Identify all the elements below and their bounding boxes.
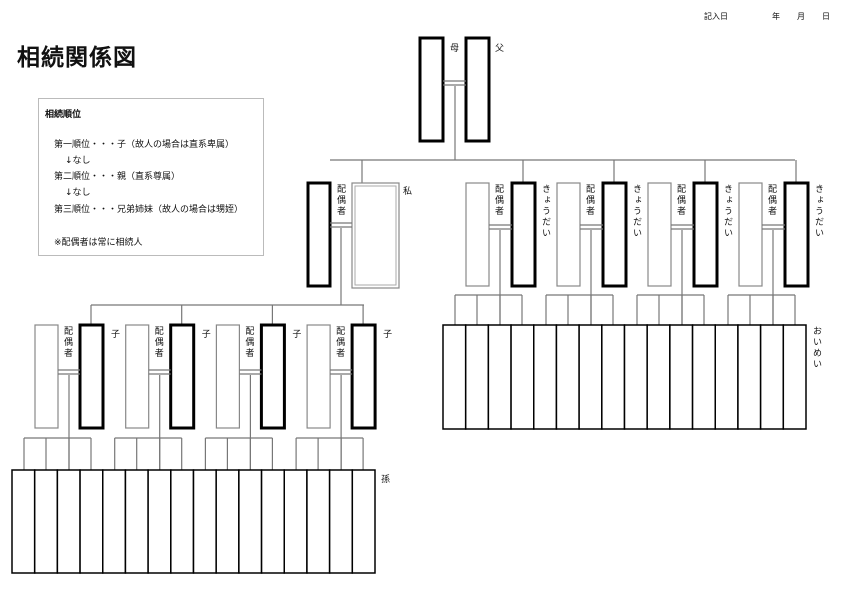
grandchild-box[interactable]	[33, 469, 59, 574]
nephew-niece-box[interactable]	[759, 324, 785, 430]
child-label: 子	[383, 330, 393, 340]
grandchild-box[interactable]	[147, 469, 172, 574]
nephew-niece-box[interactable]	[669, 324, 694, 430]
grandchild-box[interactable]	[79, 469, 104, 574]
sibling-spouse-label: 配偶者	[766, 184, 776, 217]
nephew-niece-box[interactable]	[533, 324, 558, 430]
child-spouse-box[interactable]	[125, 324, 150, 429]
father-box[interactable]	[464, 36, 491, 143]
grandchild-box[interactable]	[351, 469, 376, 574]
child-spouse-box[interactable]	[306, 324, 331, 429]
nephew-niece-label: おいめい	[811, 326, 821, 370]
sibling-label: きょうだい	[722, 184, 732, 239]
child-box[interactable]	[78, 323, 105, 430]
sibling-spouse-box[interactable]	[738, 182, 763, 287]
grandchild-box[interactable]	[238, 469, 263, 574]
child-spouse-box[interactable]	[34, 324, 59, 429]
nephew-niece-box[interactable]	[578, 324, 603, 430]
legend-line: ※配偶者は常に相続人	[54, 238, 143, 248]
child-spouse-label: 配偶者	[334, 326, 345, 359]
child-box[interactable]	[259, 323, 286, 430]
child-spouse-label: 配偶者	[152, 326, 163, 359]
self-label: 私	[403, 187, 413, 197]
grandchild-box[interactable]	[102, 469, 127, 574]
mother-box[interactable]	[418, 36, 445, 143]
grandchild-box[interactable]	[328, 469, 354, 574]
grandchild-label: 孫	[381, 475, 391, 485]
page-title: 相続関係図	[17, 45, 137, 71]
sibling-spouse-label: 配偶者	[584, 184, 594, 217]
nephew-niece-box[interactable]	[737, 324, 762, 430]
child-spouse-label: 配偶者	[243, 326, 254, 359]
self-spouse-box[interactable]	[306, 181, 332, 288]
entry-date-label: 記入日	[704, 12, 728, 21]
sibling-spouse-box[interactable]	[647, 182, 672, 287]
grandchild-box[interactable]	[283, 469, 308, 574]
sibling-box[interactable]	[783, 181, 810, 288]
child-label: 子	[292, 330, 302, 340]
child-label: 子	[111, 330, 121, 340]
nephew-niece-box[interactable]	[714, 324, 739, 430]
sibling-box[interactable]	[601, 181, 628, 288]
sibling-spouse-box[interactable]	[556, 182, 581, 287]
grandchild-box[interactable]	[260, 469, 285, 574]
sibling-box[interactable]	[510, 181, 537, 288]
legend-line: ↓なし	[65, 188, 91, 198]
self-box-inner	[354, 185, 397, 286]
sibling-spouse-label: 配偶者	[675, 184, 685, 217]
grandchild-box[interactable]	[170, 469, 195, 574]
grandchild-box[interactable]	[124, 469, 149, 574]
sibling-spouse-label: 配偶者	[493, 184, 503, 217]
nephew-niece-box[interactable]	[646, 324, 671, 430]
nephew-niece-box[interactable]	[487, 324, 512, 430]
nephew-niece-box[interactable]	[510, 324, 535, 430]
legend-line: 第一順位・・・子（故人の場合は直系卑属）	[54, 140, 235, 150]
nephew-niece-box[interactable]	[555, 324, 580, 430]
day-label: 日	[822, 12, 830, 21]
grandchild-box[interactable]	[306, 469, 331, 574]
self-spouse-label: 配偶者	[335, 184, 345, 217]
inheritance-order-legend: 相続順位 第一順位・・・子（故人の場合は直系卑属） ↓なし 第二順位・・・親（直…	[38, 98, 264, 256]
child-box[interactable]	[350, 323, 377, 430]
legend-heading: 相続順位	[45, 110, 82, 120]
nephew-niece-box[interactable]	[601, 324, 626, 430]
sibling-label: きょうだい	[540, 184, 550, 239]
child-box[interactable]	[169, 323, 196, 430]
sibling-label: きょうだい	[631, 184, 641, 239]
grandchild-box[interactable]	[192, 469, 217, 574]
grandchild-box[interactable]	[56, 469, 81, 574]
legend-line: 第二順位・・・親（直系尊属）	[54, 172, 181, 182]
mother-label: 母	[450, 44, 460, 54]
grandchild-box[interactable]	[215, 469, 240, 574]
nephew-niece-box[interactable]	[464, 324, 490, 430]
nephew-niece-box[interactable]	[782, 324, 807, 430]
nephew-niece-box[interactable]	[623, 324, 648, 430]
child-spouse-box[interactable]	[215, 324, 240, 429]
nephew-niece-box[interactable]	[442, 324, 467, 430]
legend-line: 第三順位・・・兄弟姉妹（故人の場合は甥姪）	[54, 205, 244, 215]
child-spouse-label: 配偶者	[62, 326, 72, 359]
month-label: 月	[797, 12, 805, 21]
legend-line: ↓なし	[65, 156, 91, 166]
nephew-niece-box[interactable]	[691, 324, 716, 430]
year-label: 年	[772, 12, 780, 21]
father-label: 父	[495, 44, 505, 54]
grandchild-box[interactable]	[11, 469, 36, 574]
child-label: 子	[201, 330, 211, 340]
sibling-spouse-box[interactable]	[465, 182, 490, 287]
sibling-label: きょうだい	[813, 184, 823, 239]
sibling-box[interactable]	[692, 181, 719, 288]
